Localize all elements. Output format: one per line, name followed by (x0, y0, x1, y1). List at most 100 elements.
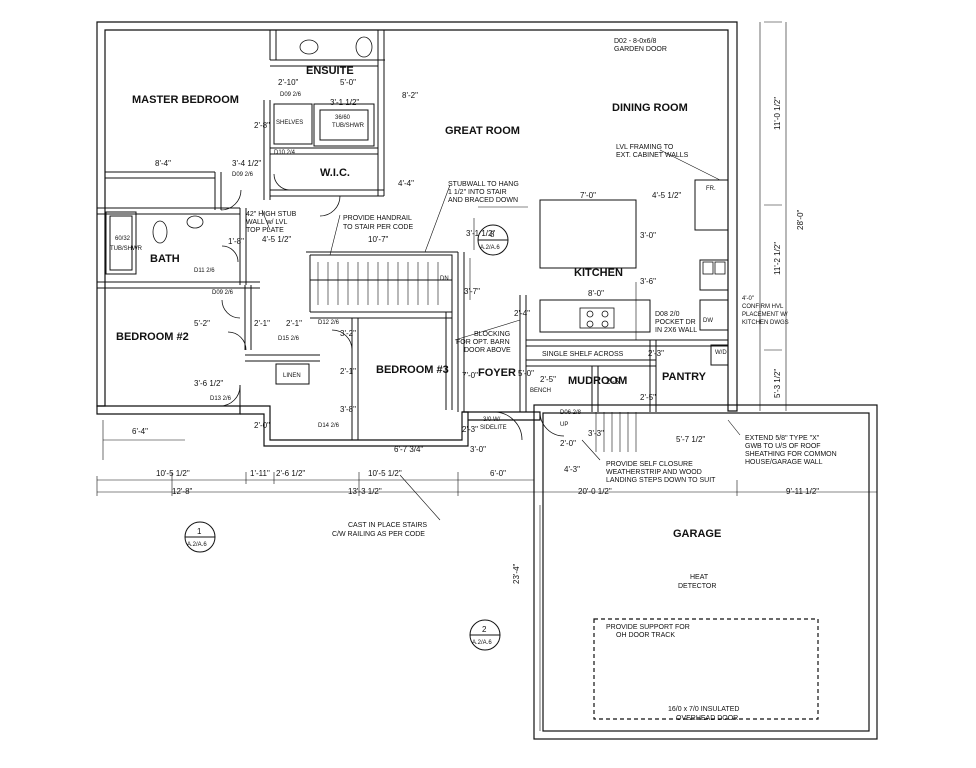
note-extend-3: SHEATHING FOR COMMON (745, 451, 837, 458)
dim-6-0: 6'-0" (490, 469, 506, 478)
room-label-pantry: PANTRY (662, 371, 707, 383)
dim-2-3b: 2'-3" (462, 425, 478, 434)
note-tub2-2: TUB/SHWR (110, 246, 143, 252)
note-dw: DW (703, 318, 713, 324)
dim-3-0b: 3'-0" (470, 445, 486, 454)
door-tag-d14: D14 2/6 (318, 423, 340, 429)
dim-28-0: 28'-0" (796, 209, 805, 230)
garage-walls (533, 404, 878, 740)
room-label-fr: FR. (706, 186, 716, 192)
dim-4-5-12b: 4'-5 1/2" (262, 235, 291, 244)
room-label-shelves: SHELVES (276, 120, 303, 126)
note-stub-wall-42-3: TOP PLATE (246, 227, 284, 234)
dim-5-7-12: 5'-7 1/2" (676, 435, 705, 444)
note-lvl-framing-2: EXT. CABINET WALLS (616, 152, 689, 159)
dim-5-0b: 5'-0" (518, 369, 534, 378)
door-tag-d09-b: D09 2/6 (232, 172, 254, 178)
note-blocking-1: BLOCKING (474, 331, 510, 338)
dim-2-3: 2'-3" (648, 349, 664, 358)
dim-1-8: 1'-8" (228, 237, 244, 246)
dim-5-2: 5'-2" (194, 319, 210, 328)
note-pocket-dr-1: D08 2/0 (655, 311, 680, 318)
door-swings (219, 173, 565, 441)
note-heat-detector-2: DETECTOR (678, 583, 716, 590)
dim-5-3-12: 5'-3 1/2" (773, 369, 782, 398)
note-cast-stairs-1: CAST IN PLACE STAIRS (348, 522, 427, 529)
dimension-lines (96, 21, 878, 731)
note-fridge-4: KITCHEN DWGS (742, 320, 789, 326)
room-label-bath: BATH (150, 253, 180, 265)
note-blocking-2: FOR OPT. BARN (456, 339, 510, 346)
dim-2-1c: 2'-1" (340, 367, 356, 376)
dim-6-7-34: 6'-7 3/4" (394, 445, 423, 454)
room-label-kitchen: KITCHEN (574, 267, 623, 279)
note-cast-stairs-2: C/W RAILING AS PER CODE (332, 531, 425, 538)
note-stubwall-2: 1 1/2" INTO STAIR (448, 189, 507, 196)
note-fridge-3: PLACEMENT W/ (742, 312, 788, 318)
note-extend-2: GWB TO U/S OF ROOF (745, 443, 821, 450)
note-tub-2: TUB/SHWR (332, 123, 365, 129)
dim-10-7: 10'-7" (368, 235, 389, 244)
dim-3-3: 3'-3" (588, 429, 604, 438)
note-overhead-door-2: OVERHEAD DOOR (676, 715, 738, 722)
dim-2-5a: 2'-5" (540, 375, 556, 384)
dim-3-6-12: 3'-6 1/2" (194, 379, 223, 388)
room-label-master-bedroom: MASTER BEDROOM (132, 94, 239, 106)
note-bench: BENCH (530, 388, 551, 394)
dimension-labels: 2'-10" 5'-0" 8'-2" 2'-8" 3'-1 1/2" 4'-4"… (132, 78, 819, 584)
door-tag-d06: D06 2/8 (560, 410, 582, 416)
dim-11-0-12: 11'-0 1/2" (773, 97, 782, 130)
note-self-closure-2: WEATHERSTRIP AND WOOD (606, 469, 702, 476)
note-dn: DN (440, 276, 449, 282)
note-stubwall-3: AND BRACED DOWN (448, 197, 518, 204)
note-pocket-dr-3: IN 2X6 WALL (655, 327, 697, 334)
note-fridge-1: 4'-0" (742, 296, 754, 302)
dim-11-2-12: 11'-2 1/2" (773, 242, 782, 275)
door-tag-d12: D12 2/6 (318, 320, 340, 326)
dim-6-4: 6'-4" (132, 427, 148, 436)
note-up: UP (560, 422, 568, 428)
note-stub-wall-42-1: 42" HIGH STUB (246, 211, 297, 218)
door-tags: D09 2/6 D10 2/4 D09 2/6 D11 2/6 D09 2/6 … (194, 92, 582, 429)
dim-3-1-12b: 3'-1 1/2" (466, 229, 495, 238)
note-single-shelf: SINGLE SHELF ACROSS (542, 351, 624, 358)
door-tag-d11: D11 2/6 (194, 268, 215, 274)
dim-2-6-12: 2'-6 1/2" (276, 469, 305, 478)
room-label-great-room: GREAT ROOM (445, 125, 520, 137)
note-fridge-2: CONFIRM HVL (742, 304, 784, 310)
section-marker-labels: 1 A.2/A.6 2 A.2/A.6 8 A.2/A.6 (187, 230, 500, 646)
note-heat-detector-1: HEAT (690, 574, 709, 581)
note-pocket-dr-2: POCKET DR (655, 319, 696, 326)
dim-2-0: 2'-0" (254, 421, 270, 430)
dim-23-4: 23'-4" (512, 563, 521, 584)
note-self-closure-1: PROVIDE SELF CLOSURE (606, 461, 693, 468)
interior-walls (97, 30, 729, 440)
room-label-bedroom3: BEDROOM #3 (376, 364, 449, 376)
dim-2-0b: 2'-0" (560, 439, 576, 448)
room-label-wic: W.I.C. (320, 167, 350, 179)
door-tag-d15: D15 2/6 (278, 336, 300, 342)
dim-3-4-12: 3'-4 1/2" (232, 159, 261, 168)
dim-2-8: 2'-8" (254, 121, 270, 130)
note-tub2-1: 60/32 (115, 236, 131, 242)
dim-5-0: 5'-0" (340, 78, 356, 87)
note-garden-door-2: GARDEN DOOR (614, 46, 667, 53)
note-overhead-door-1: 16/0 x 7/0 INSULATED (668, 706, 739, 713)
dim-7-0: 7'-0" (580, 191, 596, 200)
note-oh-support-1: PROVIDE SUPPORT FOR (606, 624, 690, 631)
door-tag-d09-a: D09 2/6 (280, 92, 302, 98)
note-self-closure-3: LANDING STEPS DOWN TO SUIT (606, 477, 716, 484)
note-extend-1: EXTEND 5/8" TYPE "X" (745, 435, 820, 442)
dim-1-11: 1'-11" (250, 469, 270, 478)
note-sidelite-2: SIDELITE (480, 425, 507, 431)
note-wd: W/D (715, 350, 727, 356)
dim-3-7: 3'-7" (464, 287, 480, 296)
note-extend-4: HOUSE/GARAGE WALL (745, 459, 823, 466)
dim-8-0: 8'-0" (588, 289, 604, 298)
dim-3-8: 3'-8" (340, 405, 356, 414)
dim-3-1-12a: 3'-1 1/2" (330, 98, 359, 107)
room-label-linen: LINEN (283, 373, 301, 379)
note-handrail-1: PROVIDE HANDRAIL (343, 215, 412, 222)
section-marker-2-ref: A.2/A.6 (472, 640, 492, 646)
dim-8-2: 8'-2" (402, 91, 418, 100)
